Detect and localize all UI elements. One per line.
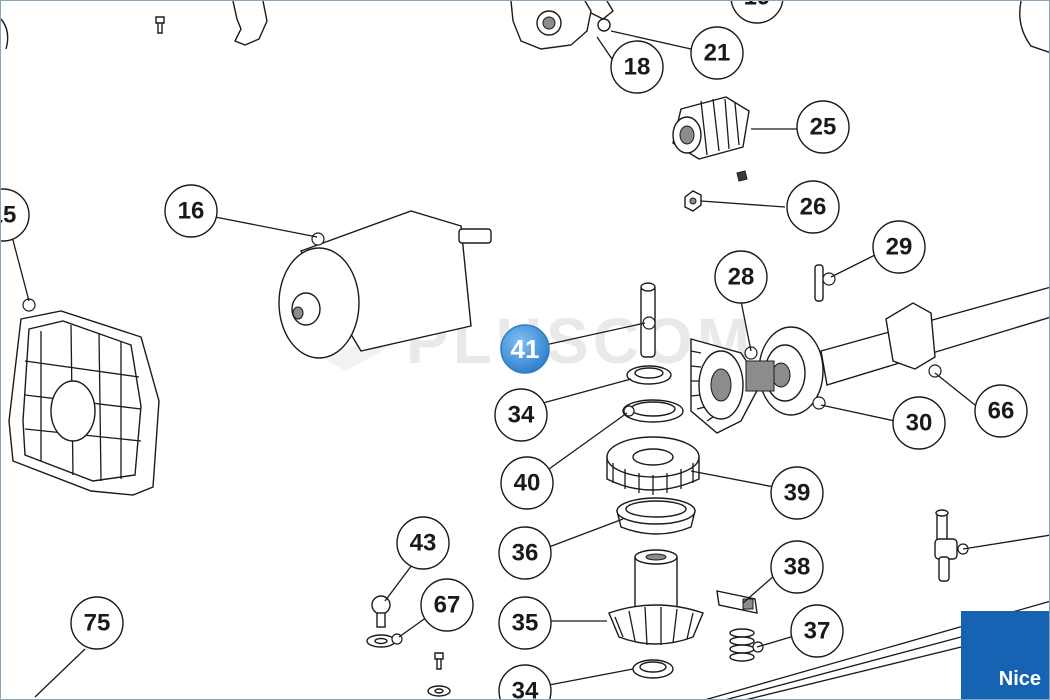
callout-41-label: 41 [511, 334, 540, 364]
callout-43-label: 43 [410, 530, 437, 557]
callout-25[interactable]: 25 [796, 100, 850, 154]
part-35-bevel-pinion [608, 549, 704, 646]
part-38-key [716, 590, 758, 614]
callout-15-label: 15 [1, 202, 16, 229]
callout-19[interactable]: 19 [730, 1, 784, 24]
callout-39-label: 39 [784, 480, 811, 507]
part-40-circlip [622, 399, 684, 423]
part-right-lever [934, 509, 969, 582]
callout-43[interactable]: 43 [396, 516, 450, 570]
callout-21[interactable]: 21 [690, 26, 744, 80]
brand-logo: Nice [961, 611, 1049, 699]
part-16-motor [278, 210, 492, 359]
callout-16-label: 16 [178, 198, 205, 225]
callout-26-label: 26 [800, 194, 827, 221]
callout-18-label: 18 [624, 54, 651, 81]
part-37-spring [729, 628, 764, 662]
callout-29-label: 29 [886, 234, 913, 261]
part-28-30-66-shaft-assembly [690, 286, 1049, 434]
callout-25-label: 25 [810, 114, 837, 141]
part-top-center [510, 1, 1049, 54]
callout-28-label: 28 [728, 264, 755, 291]
callout-34-lower[interactable]: 34 [498, 664, 552, 700]
callout-34-upper-label: 34 [508, 402, 535, 429]
part-top-left-bracket [1, 1, 268, 50]
callout-66[interactable]: 66 [974, 384, 1028, 438]
part-39-gear [606, 436, 700, 495]
callout-35[interactable]: 35 [498, 596, 552, 650]
callout-38-label: 38 [784, 554, 811, 581]
callout-30-label: 30 [906, 410, 933, 437]
callout-37-label: 37 [804, 618, 831, 645]
part-43-ball-pin [371, 595, 391, 628]
part-25-worm [672, 96, 750, 182]
callout-16[interactable]: 16 [164, 184, 218, 238]
callout-66-label: 66 [988, 398, 1015, 425]
brand-logo-text: Nice [998, 668, 1041, 690]
part-26-nut [684, 190, 702, 212]
callout-26[interactable]: 26 [786, 180, 840, 234]
callout-67-label: 67 [434, 592, 461, 619]
part-34-washer-upper [626, 365, 672, 385]
part-36-ring [616, 497, 696, 535]
callout-75-label: 75 [84, 610, 111, 637]
callout-34-upper[interactable]: 34 [494, 388, 548, 442]
callout-30[interactable]: 30 [892, 396, 946, 450]
callout-38[interactable]: 38 [770, 540, 824, 594]
part-67-washer [366, 633, 451, 697]
callout-19-label: 19 [744, 1, 771, 11]
part-34-washer-lower [632, 659, 674, 679]
callout-35-label: 35 [512, 610, 539, 637]
callout-41-highlighted[interactable]: 41 [500, 324, 550, 374]
callout-40[interactable]: 40 [500, 456, 554, 510]
callout-21-label: 21 [704, 40, 731, 67]
callout-40-label: 40 [514, 470, 541, 497]
callout-67[interactable]: 67 [420, 578, 474, 632]
callout-36[interactable]: 36 [498, 526, 552, 580]
callout-36-label: 36 [512, 540, 539, 567]
callout-37[interactable]: 37 [790, 604, 844, 658]
part-15-frame [8, 298, 160, 496]
callout-34-lower-label: 34 [512, 678, 539, 700]
callout-28[interactable]: 28 [714, 250, 768, 304]
part-29-pin [814, 264, 836, 302]
part-41-pin [640, 282, 656, 358]
callout-18[interactable]: 18 [610, 40, 664, 94]
callout-29[interactable]: 29 [872, 220, 926, 274]
callout-75[interactable]: 75 [70, 596, 124, 650]
callout-39[interactable]: 39 [770, 466, 824, 520]
callout-15[interactable]: 15 [1, 188, 30, 242]
